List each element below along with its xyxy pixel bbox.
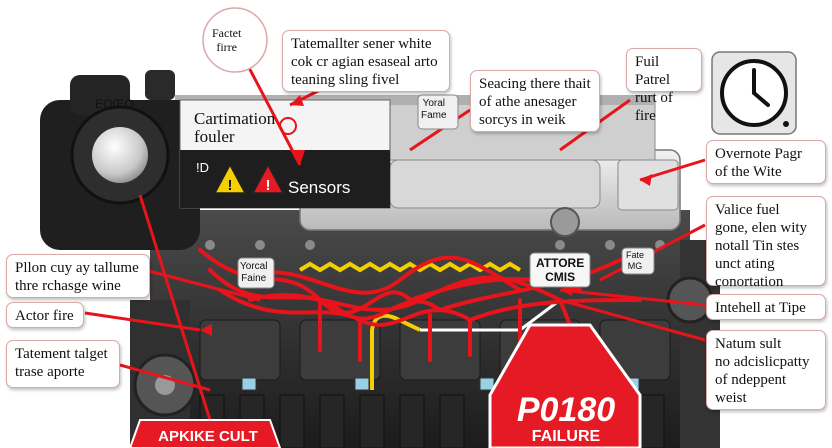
tag-yoral-fame: Yoral Fame [421, 98, 447, 121]
fault-label: FAILURE [531, 428, 601, 445]
callout-top-right: Fuil Patrel rurt of fire [626, 48, 702, 124]
panel-title: Cartimation fouler [194, 109, 276, 146]
tag-small-right: Fate MG [626, 250, 645, 271]
callout-right-2: Valice fuel gone, elen wity notall Tin s… [706, 196, 826, 290]
ignition-dial-icon [92, 127, 148, 183]
fault-code: P0180 [516, 391, 616, 429]
panel-code: !D [196, 160, 209, 175]
ignition-housing [40, 70, 200, 250]
svg-text:!: ! [228, 177, 233, 194]
svg-text:!: ! [266, 177, 271, 194]
fault-bottom-left: APKIKE CULT [158, 428, 258, 445]
callout-left-2: Actor fire [6, 302, 84, 328]
callout-left-1: Pllon cuy ay tallume thre rchasge wine [6, 254, 150, 298]
callout-right-3: Intehell at Tipe [706, 294, 826, 320]
fault-badge-shape [488, 323, 642, 448]
callout-right-4: Natum sult no adcislicpatty of ndeppent … [706, 330, 826, 410]
gauge-icon [711, 51, 797, 135]
tag-yorcal-faine: Yorcal Faine [240, 261, 268, 284]
tag-attore: ATTORE CMIS [536, 256, 585, 284]
panel-sensors-label: Sensors [288, 178, 351, 197]
callout-top-circle: Factet firre [212, 26, 242, 54]
callout-left-3: Tatement talget trase aporte [6, 340, 120, 388]
callout-top-center: Tatemallter sener white cok cr agian esa… [282, 30, 450, 92]
callout-top-mid: Seacing there thait of athe anesager sor… [470, 70, 600, 132]
warning-triangle-red-icon [251, 163, 285, 194]
callout-right-1: Overnote Pagr of the Wite [706, 140, 826, 184]
red-wire-harness [198, 248, 642, 362]
dial-label: EOŒO [95, 97, 134, 111]
warning-triangle-icon [213, 163, 247, 194]
